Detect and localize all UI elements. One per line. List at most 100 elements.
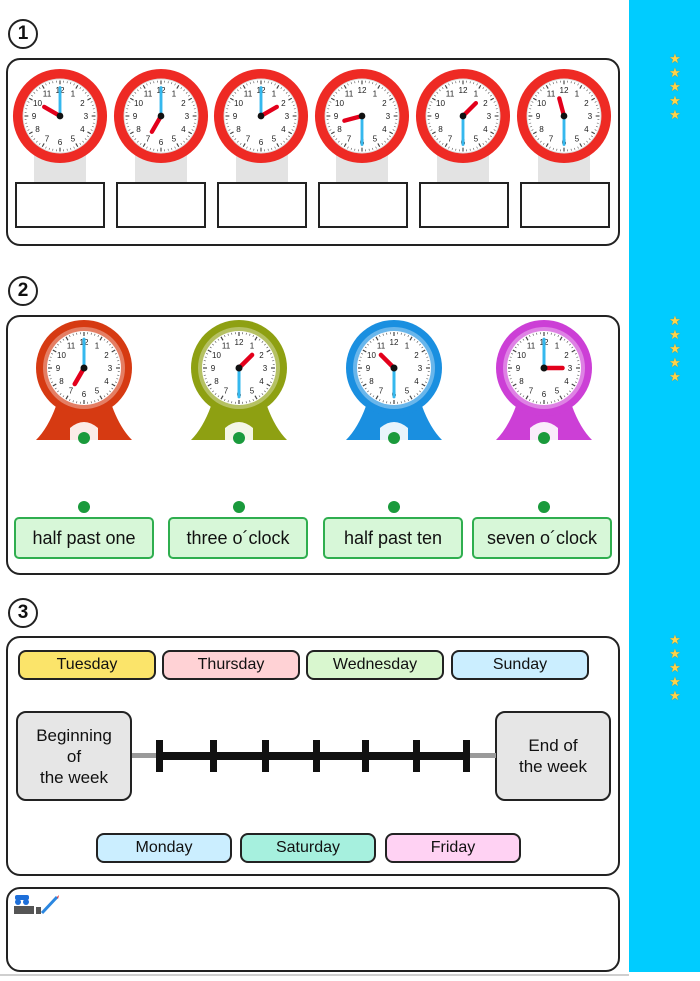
answer-box-1[interactable] <box>15 182 105 228</box>
star-icon: ★ <box>669 355 681 370</box>
clock-minute-mark <box>288 97 293 101</box>
clock-minute-mark <box>494 104 497 106</box>
clock-minute-mark <box>434 94 436 97</box>
timeline-tick[interactable] <box>463 740 470 772</box>
clock-minute-mark <box>566 393 569 395</box>
clock-minute-mark <box>271 356 274 358</box>
clock-minute-mark <box>87 131 92 135</box>
day-card-7[interactable]: Friday <box>385 833 521 863</box>
timeline-tick[interactable] <box>262 740 269 772</box>
clock-center <box>235 364 243 372</box>
clock-minute-mark <box>246 83 248 86</box>
clock-number: 1 <box>474 89 479 98</box>
match-dot-phrase-1[interactable] <box>78 501 90 513</box>
clock-minute-mark <box>237 89 239 92</box>
answer-box-3[interactable] <box>217 182 307 228</box>
clock-minute-mark <box>416 393 419 395</box>
clock-minute-mark <box>227 333 229 336</box>
clock-minute-mark <box>227 400 229 403</box>
clock-minute-mark <box>347 83 349 86</box>
clock-minute-mark <box>512 383 517 387</box>
clock-minute-mark <box>478 143 482 148</box>
clock-minute-mark <box>36 140 38 143</box>
match-dot-phrase-4[interactable] <box>538 501 550 513</box>
answer-box-2[interactable] <box>116 182 206 228</box>
clock-number: 8 <box>59 377 64 386</box>
timeline-tick[interactable] <box>313 740 320 772</box>
clock-minute-mark <box>576 378 579 380</box>
timeline-tick[interactable] <box>413 740 420 772</box>
clock-number: 8 <box>214 377 219 386</box>
clock-minute-mark <box>31 94 33 97</box>
clock-minute-mark <box>285 138 288 140</box>
time-phrase-1[interactable]: half past one <box>14 517 154 559</box>
clock-minute-mark <box>490 94 492 97</box>
clock-number: 11 <box>244 89 253 98</box>
notes-panel[interactable] <box>6 887 620 972</box>
match-dot-phrase-2[interactable] <box>233 501 245 513</box>
clock-minute-mark <box>207 349 212 353</box>
clock-number: 11 <box>43 89 52 98</box>
time-phrase-3[interactable]: half past ten <box>323 517 463 559</box>
time-phrase-2[interactable]: three o´clock <box>168 517 308 559</box>
clock-number: 7 <box>549 134 554 143</box>
clock-minute-mark <box>444 143 448 148</box>
clock-minute-mark <box>26 104 29 106</box>
clock-minute-mark <box>545 84 549 89</box>
clock-minute-mark <box>421 387 424 390</box>
day-card-6[interactable]: Saturday <box>240 833 376 863</box>
answer-box-4[interactable] <box>318 182 408 228</box>
clock-minute-mark <box>82 89 84 92</box>
clock-minute-mark <box>217 338 220 341</box>
timeline-tick[interactable] <box>210 740 217 772</box>
clock-minute-mark <box>41 143 45 148</box>
day-card-4[interactable]: Sunday <box>451 650 589 680</box>
clock-minute-mark <box>239 87 242 89</box>
clock-minute-mark <box>261 393 264 395</box>
clock-minute-mark <box>139 143 142 145</box>
clock-number: 1 <box>250 341 255 350</box>
clock-minute-mark <box>36 89 38 92</box>
match-dot-phrase-3[interactable] <box>388 501 400 513</box>
clock-number: 3 <box>487 112 492 121</box>
clock-minute-mark <box>333 135 335 138</box>
clock-minute-mark <box>84 92 87 94</box>
clock-number: 4 <box>483 125 488 134</box>
clock-number: 10 <box>234 99 244 108</box>
clock-minute-mark <box>431 97 436 101</box>
clock-minute-mark <box>109 390 111 393</box>
day-card-1[interactable]: Tuesday <box>18 650 156 680</box>
clock-minute-mark <box>57 343 59 346</box>
clock-minute-mark <box>389 94 391 97</box>
match-dot-clock-4[interactable] <box>538 432 550 444</box>
clock-minute-mark <box>330 131 335 135</box>
clock-minute-mark <box>191 101 194 103</box>
clock-minute-mark <box>372 395 375 398</box>
match-dot-clock-3[interactable] <box>388 432 400 444</box>
clock-minute-mark <box>214 341 217 343</box>
clock-minute-mark <box>174 83 176 86</box>
day-card-5[interactable]: Monday <box>96 833 232 863</box>
clock-minute-mark <box>482 143 485 145</box>
timeline-tick[interactable] <box>362 740 369 772</box>
clock-number: 7 <box>347 134 352 143</box>
match-dot-clock-1[interactable] <box>78 432 90 444</box>
timeline-tick[interactable] <box>156 740 163 772</box>
clock-minute-mark <box>367 343 369 346</box>
time-phrase-4[interactable]: seven o´clock <box>472 517 612 559</box>
day-card-2[interactable]: Thursday <box>162 650 300 680</box>
clock-minute-mark <box>571 387 574 390</box>
answer-box-6[interactable] <box>520 182 610 228</box>
day-card-3[interactable]: Wednesday <box>306 650 444 680</box>
clock-minute-mark <box>510 381 514 383</box>
clock-minute-mark <box>514 387 517 390</box>
clock-minute-mark <box>45 83 47 86</box>
match-dot-clock-2[interactable] <box>233 432 245 444</box>
clock-minute-mark <box>519 393 522 395</box>
clock-minute-mark <box>69 398 71 402</box>
clock-minute-mark <box>409 336 413 341</box>
clock-number: 4 <box>382 125 387 134</box>
clock-minute-mark <box>252 334 254 338</box>
clock-minute-mark <box>128 129 131 131</box>
answer-box-5[interactable] <box>419 182 509 228</box>
